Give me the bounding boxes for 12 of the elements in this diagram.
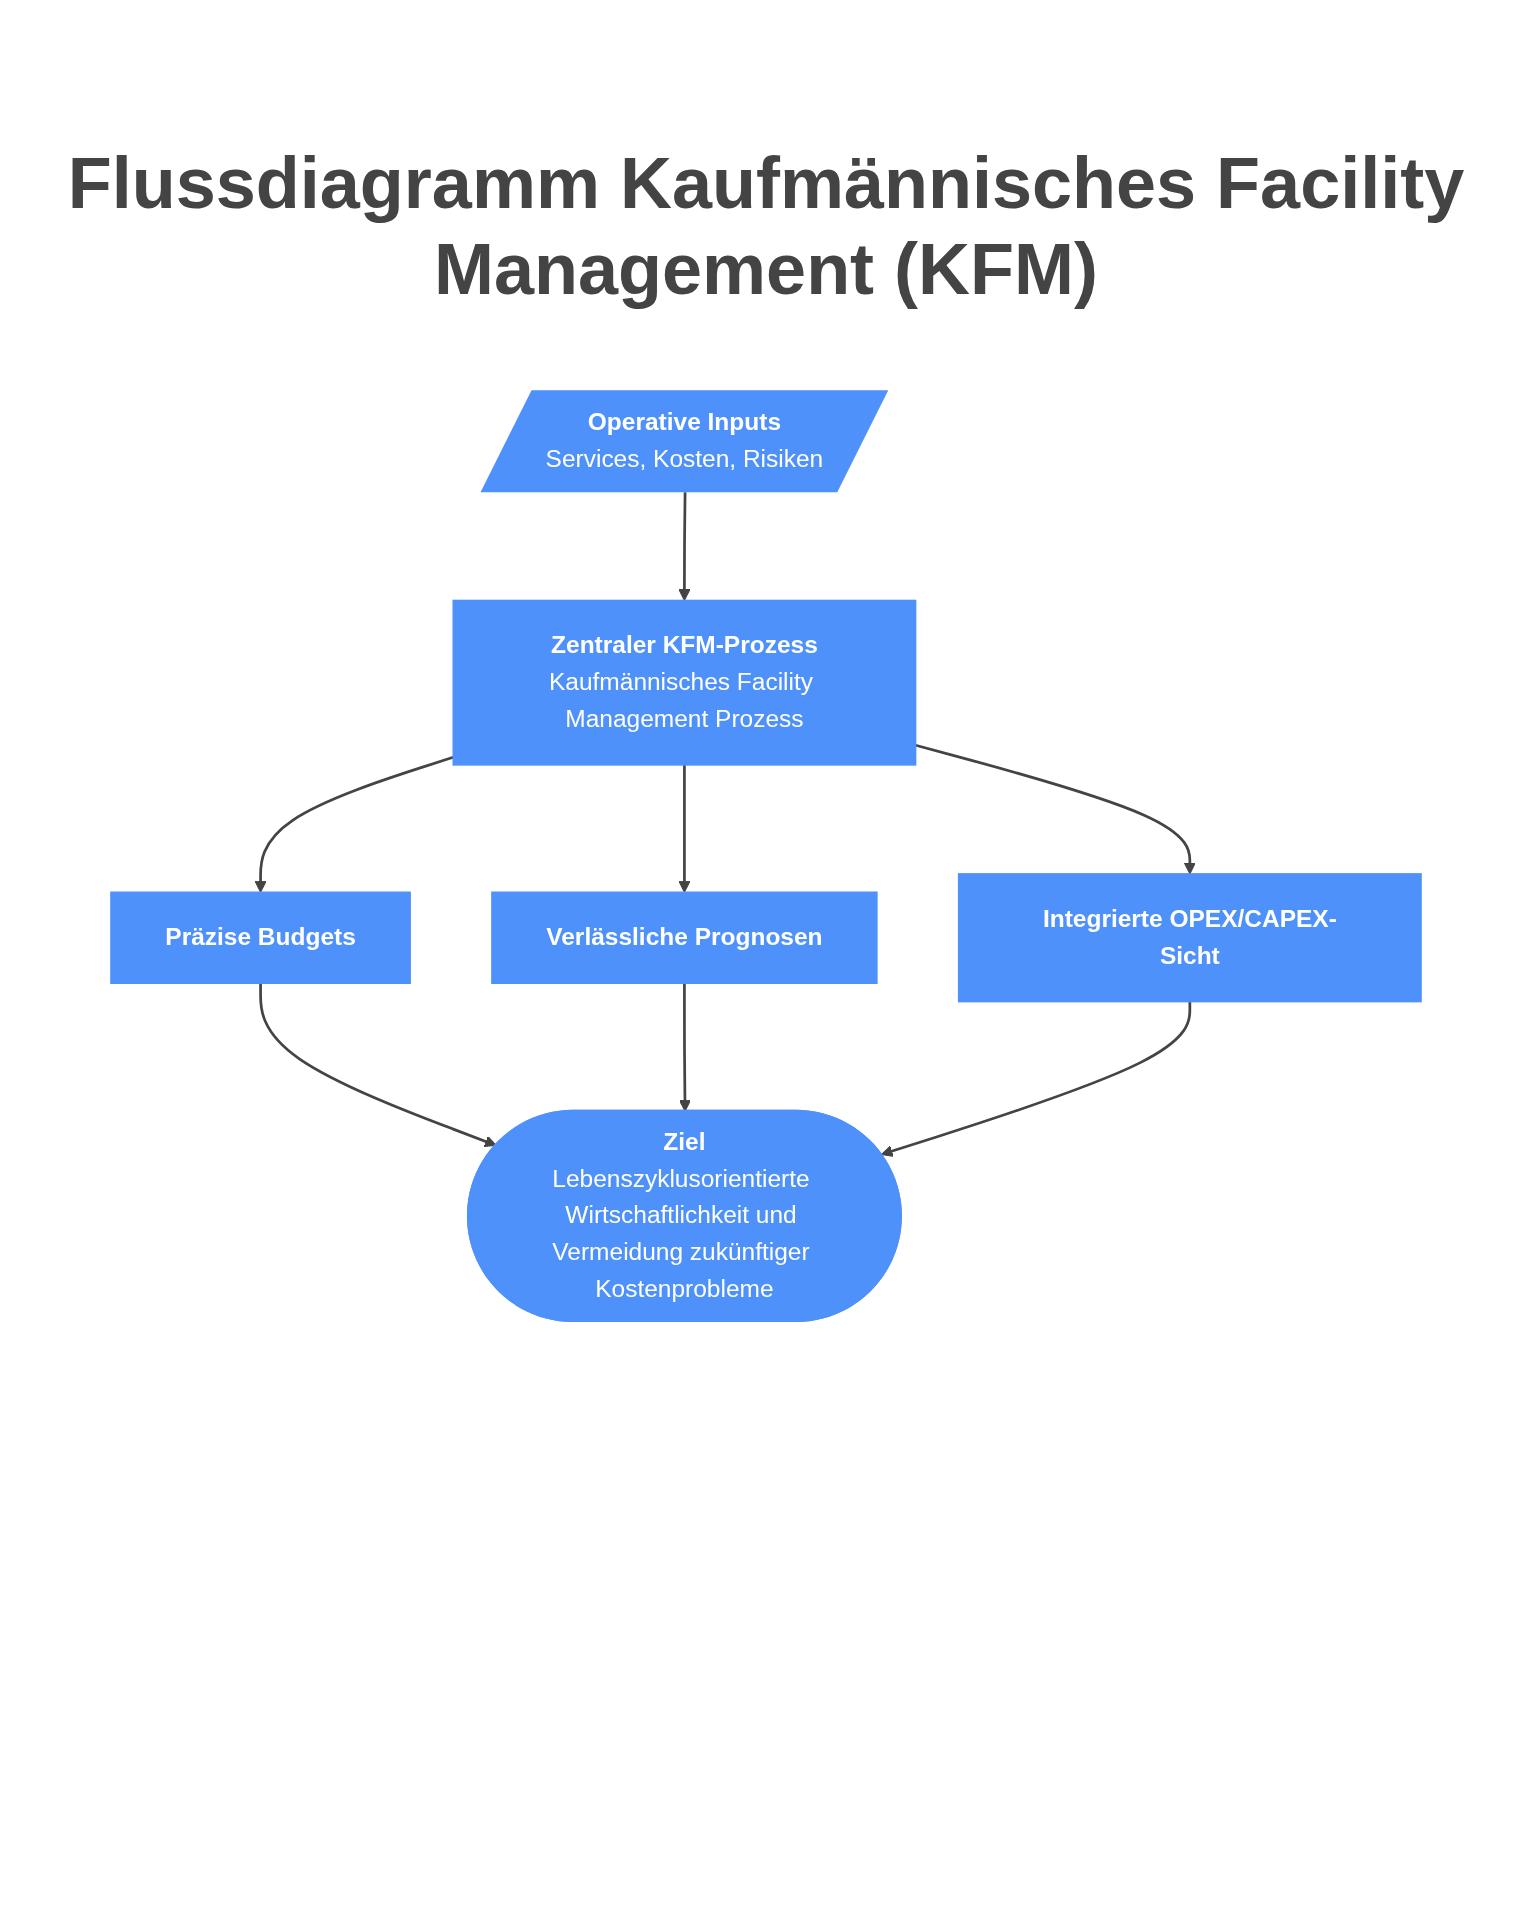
arrow (881, 1001, 1192, 1157)
arrow (259, 983, 497, 1148)
arrow (678, 765, 691, 893)
node-box: Zentraler KFM-Prozess Kaufmännisches Facility Management Prozess (452, 599, 917, 766)
arrow (678, 492, 691, 601)
arrow (254, 755, 454, 893)
arrow (915, 743, 1196, 875)
diagram-title: Flussdiagramm Kaufmännisches Facility Management (KFM) (66, 142, 1466, 312)
node-box: Integrierte OPEX/CAPEX-Sicht (957, 873, 1422, 1003)
arrow (678, 983, 691, 1112)
node-box: Präzise Budgets (110, 891, 411, 984)
node-box: Verlässliche Prognosen (491, 891, 878, 984)
